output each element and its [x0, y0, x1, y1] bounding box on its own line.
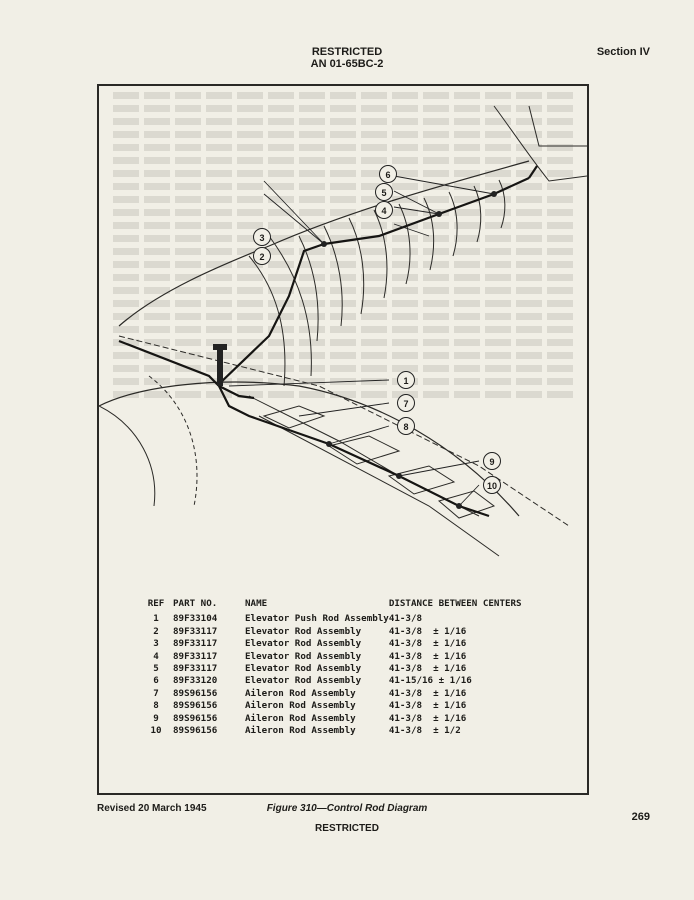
figure-caption: Figure 310—Control Rod Diagram [266, 803, 428, 814]
cell-distance: 41-15/16 ± 1/16 [388, 675, 472, 687]
header-document-number: AN 01-65BC-2 [310, 58, 384, 70]
cell-part: 89F33117 [173, 638, 218, 650]
footer-classification: RESTRICTED [315, 823, 379, 834]
cell-ref: 5 [153, 663, 159, 675]
cell-ref: 10 [150, 725, 162, 737]
callout-6: 6 [379, 165, 397, 183]
cell-name: Aileron Rod Assembly [245, 725, 356, 737]
table-row: 7 89S96156 Aileron Rod Assembly 41-3/8 ± 1/… [139, 688, 529, 700]
cell-part: 89S96156 [173, 725, 218, 737]
revision-date: Revised 20 March 1945 [97, 803, 207, 814]
cell-ref: 9 [153, 712, 159, 724]
table-row: 2 89F33117 Elevator Rod Assembly 41-3/8 ± 1… [139, 626, 529, 638]
callout-7: 7 [397, 394, 415, 412]
table-row: 5 89F33117 Elevator Rod Assembly 41-3/8 ± 1… [139, 663, 529, 675]
callout-8: 8 [397, 417, 415, 435]
cell-part: 89S96156 [173, 712, 218, 724]
table-row: 9 89S96156 Aileron Rod Assembly 41-3/8 ± 1/… [139, 713, 529, 725]
callout-1: 1 [397, 371, 415, 389]
callout-10: 10 [483, 476, 501, 494]
cell-name: Elevator Rod Assembly [245, 625, 362, 637]
cell-distance: 41-3/8 ± 1/16 [388, 687, 467, 699]
cell-part: 89F33120 [173, 675, 218, 687]
cell-part: 89F33104 [173, 613, 218, 625]
cell-distance: 41-3/8 ± 1/16 [388, 625, 467, 637]
cell-distance: 41-3/8 ± 1/16 [388, 638, 467, 650]
cell-part: 89S96156 [173, 700, 218, 712]
callout-3: 3 [253, 228, 271, 246]
cell-name: Elevator Rod Assembly [245, 663, 362, 675]
page-header: RESTRICTED AN 01-65BC-2 [0, 46, 694, 70]
cell-part: 89S96156 [173, 687, 218, 699]
cell-name: Aileron Rod Assembly [245, 700, 356, 712]
cell-distance: 41-3/8 ± 1/16 [388, 712, 467, 724]
cell-ref: 8 [153, 700, 159, 712]
col-ref-header: REF [147, 598, 165, 609]
callout-4: 4 [375, 201, 393, 219]
cell-ref: 6 [153, 675, 159, 687]
parts-table: REF PART NO. NAME DISTANCE BETWEEN CENTE… [139, 598, 529, 737]
cell-part: 89F33117 [173, 625, 218, 637]
table-row: 3 89F33117 Elevator Rod Assembly 41-3/8 ± 1… [139, 638, 529, 650]
cell-ref: 2 [153, 625, 159, 637]
cell-part: 89F33117 [173, 663, 218, 675]
cell-name: Elevator Rod Assembly [245, 650, 362, 662]
header-classification: RESTRICTED [311, 46, 383, 58]
callout-2: 2 [253, 247, 271, 265]
cell-ref: 7 [153, 687, 159, 699]
cell-name: Aileron Rod Assembly [245, 712, 356, 724]
cell-distance: 41-3/8 ± 1/16 [388, 663, 467, 675]
cell-distance: 41-3/8 ± 1/16 [388, 700, 467, 712]
cell-name: Elevator Push Rod Assembly [245, 613, 389, 625]
cell-name: Aileron Rod Assembly [245, 687, 356, 699]
cell-ref: 3 [153, 638, 159, 650]
col-name-header: NAME [245, 598, 268, 609]
cell-distance: 41-3/8 ± 1/2 [388, 725, 461, 737]
cell-ref: 1 [153, 613, 159, 625]
parts-table-header: REF PART NO. NAME DISTANCE BETWEEN CENTE… [139, 598, 529, 613]
header-section: Section IV [596, 46, 650, 58]
callout-9: 9 [483, 452, 501, 470]
cell-part: 89F33117 [173, 650, 218, 662]
table-row: 6 89F33120 Elevator Rod Assembly 41-15/16 ±… [139, 675, 529, 687]
table-row: 8 89S96156 Aileron Rod Assembly 41-3/8 ± 1/… [139, 700, 529, 712]
figure-frame: 6 5 4 3 2 1 7 8 9 10 REF PART NO. NAME D… [97, 84, 589, 795]
page-number: 269 [631, 811, 650, 823]
table-row: 4 89F33117 Elevator Rod Assembly 41-3/8 ± 1… [139, 651, 529, 663]
control-rod-diagram [99, 105, 587, 557]
cell-name: Elevator Rod Assembly [245, 638, 362, 650]
col-distance-header: DISTANCE BETWEEN CENTERS [388, 598, 522, 609]
callout-5: 5 [375, 183, 393, 201]
table-row: 10 89S96156 Aileron Rod Assembly 41-3/8 ± 1… [139, 725, 529, 737]
cell-name: Elevator Rod Assembly [245, 675, 362, 687]
col-part-header: PART NO. [173, 598, 218, 609]
cell-distance: 41-3/8 [388, 613, 423, 625]
cell-ref: 4 [153, 650, 159, 662]
cell-distance: 41-3/8 ± 1/16 [388, 650, 467, 662]
